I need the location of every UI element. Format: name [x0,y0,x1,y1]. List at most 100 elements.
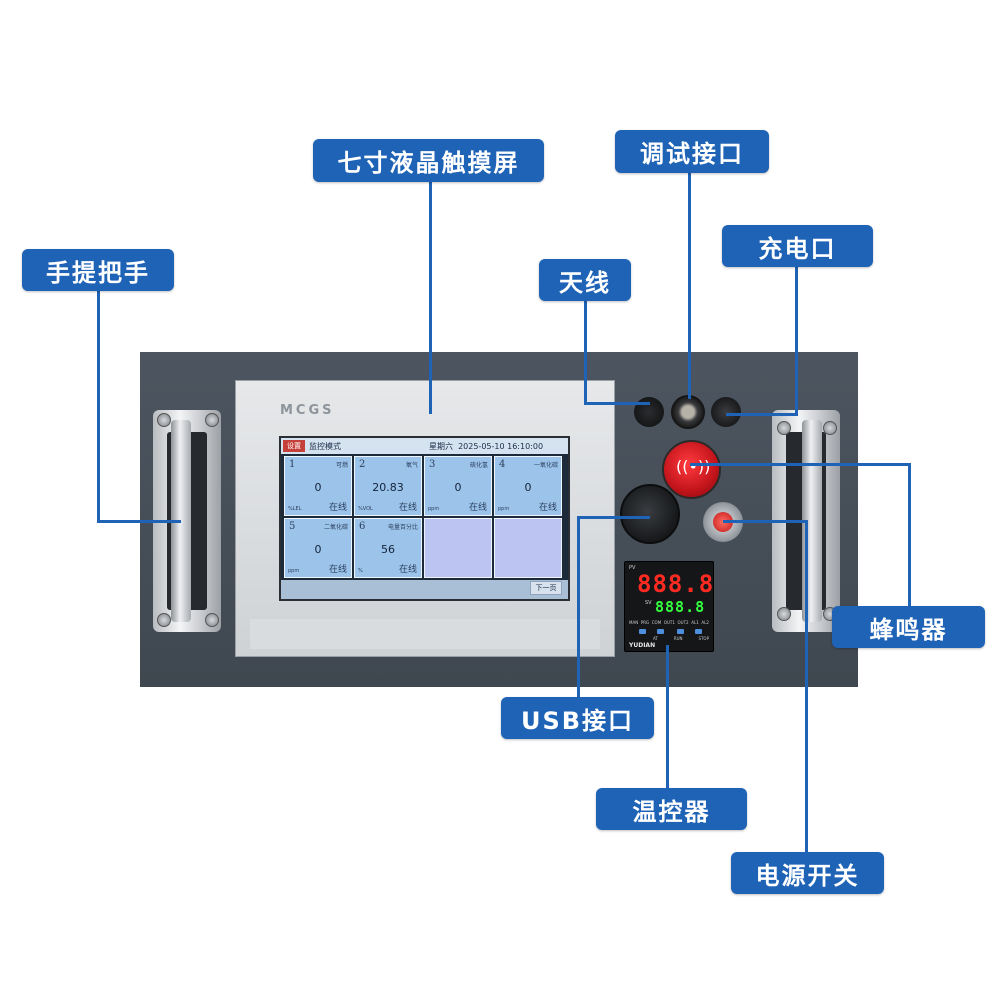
cell-unit: % [358,568,363,574]
indicator-label: OUT1 [663,620,675,625]
temp-controller-leader-line [666,645,669,790]
sensor-cell[interactable]: 2 氧气 20.83 %VOL 在线 [354,456,422,516]
next-page-button[interactable]: 下一页 [530,581,562,595]
callout-antenna: 天线 [539,259,631,301]
cell-index: 2 [359,459,366,470]
screen-footer [281,580,568,599]
key-label: AT [653,636,658,641]
screen-topbar: 设置 监控模式 星期六 2025-05-10 16:10:00 [281,438,568,454]
mode-label: 监控模式 [309,442,341,451]
power-switch-leader-line [805,520,808,854]
cell-status: 在线 [398,565,417,575]
cell-status: 在线 [328,503,347,513]
callout-power-switch: 电源开关 [731,852,884,894]
cell-status: 在线 [468,503,487,513]
datetime: 2025-05-10 16:10:00 [458,442,544,451]
hmi-bezel-strip [250,619,600,649]
callout-buzzer: 蜂鸣器 [832,606,985,648]
cell-name: 可燃 [335,462,348,469]
cell-unit: %VOL [358,506,373,512]
buzzer-sound-icon: ((•)) [676,457,711,476]
empty-cell [494,518,562,578]
sv-display: 888.8 [655,598,706,616]
key-label: RUN [673,636,683,641]
cell-index: 6 [359,521,366,532]
usb-port-cap-icon[interactable] [620,484,680,544]
callout-handle: 手提把手 [22,249,174,291]
indicator-label: AL2 [701,620,709,625]
hmi-brand: MCGS [280,403,335,418]
set-key[interactable] [639,629,646,634]
cell-unit: ppm [288,568,300,574]
cell-status: 在线 [398,503,417,513]
empty-cell [424,518,492,578]
sensor-grid: 1 可燃 0 %LEL 在线 2 氧气 20.83 %VOL 在线 3 硫化氢 … [284,456,565,580]
antenna-leader-line [584,300,587,404]
charge-port-leader-line [726,413,798,416]
cell-value: 0 [314,543,322,556]
screw-icon [157,613,171,627]
usb-leader-line [577,516,580,699]
usb-leader-line [577,516,650,519]
charge-port-leader-line [795,267,798,415]
screw-icon [205,413,219,427]
screw-icon [823,421,837,435]
cell-value: 0 [314,481,322,494]
cell-unit: ppm [498,506,510,512]
screw-icon [777,421,791,435]
antenna-leader-line [584,402,650,405]
handle-leader-line [97,520,181,523]
callout-temp-controller: 温控器 [596,788,747,830]
cell-index: 5 [289,521,296,532]
key-label: STOP [698,636,709,641]
run-key[interactable] [677,629,684,634]
power-switch-leader-line [723,520,808,523]
sensor-cell[interactable]: 5 二氧化碳 0 ppm 在线 [284,518,352,578]
cell-value: 0 [454,481,462,494]
touchscreen-hmi: MCGS 设置 监控模式 星期六 2025-05-10 16:10:00 1 可… [235,380,615,657]
callout-charge-port: 充电口 [722,225,873,267]
temperature-controller: PV 888.8 SV 888.8 MAN PRG COM OUT1 OUT2 … [624,561,714,652]
cell-value: 20.83 [372,481,404,494]
debug-port-leader-line [688,173,691,399]
screw-icon [205,613,219,627]
left-carry-handle[interactable] [153,410,221,632]
datetime-display: 星期六 2025-05-10 16:10:00 [429,441,543,452]
buzzer-leader-line [690,463,911,466]
indicator-label: AL1 [691,620,699,625]
weekday: 星期六 [429,442,453,451]
indicator-row: MAN PRG COM OUT1 OUT2 AL1 AL2 [629,620,709,625]
sensor-cell[interactable]: 1 可燃 0 %LEL 在线 [284,456,352,516]
debug-port-icon[interactable] [671,395,705,429]
settings-button[interactable]: 设置 [283,440,305,452]
cell-name: 电量百分比 [387,524,418,531]
screw-icon [157,413,171,427]
at-key[interactable] [657,629,664,634]
cell-name: 一氧化碳 [533,462,558,469]
controller-brand: YUDIAN [629,642,656,649]
indicator-label: OUT2 [677,620,689,625]
cell-name: 硫化氢 [469,462,488,469]
cell-value: 0 [524,481,532,494]
cell-unit: ppm [428,506,440,512]
callout-usb-port: USB接口 [501,697,654,739]
charge-port-icon[interactable] [711,397,741,427]
cell-value: 56 [381,543,395,556]
cell-status: 在线 [538,503,557,513]
cell-index: 1 [289,459,296,470]
key-label-row: AT RUN STOP [653,636,709,641]
sensor-cell[interactable]: 6 电量百分比 56 % 在线 [354,518,422,578]
cell-status: 在线 [328,565,347,575]
screw-icon [777,607,791,621]
sensor-cell[interactable]: 4 一氧化碳 0 ppm 在线 [494,456,562,516]
indicator-label: COM [651,620,662,625]
cell-unit: %LEL [288,506,302,512]
callout-screen: 七寸液晶触摸屏 [313,139,544,182]
indicator-label: PRG [640,620,650,625]
cell-index: 3 [429,459,436,470]
lcd-screen[interactable]: 设置 监控模式 星期六 2025-05-10 16:10:00 1 可燃 0 %… [279,436,570,601]
sensor-cell[interactable]: 3 硫化氢 0 ppm 在线 [424,456,492,516]
cell-name: 氧气 [405,462,418,469]
stop-key[interactable] [695,629,702,634]
handle-grip[interactable] [171,420,191,622]
